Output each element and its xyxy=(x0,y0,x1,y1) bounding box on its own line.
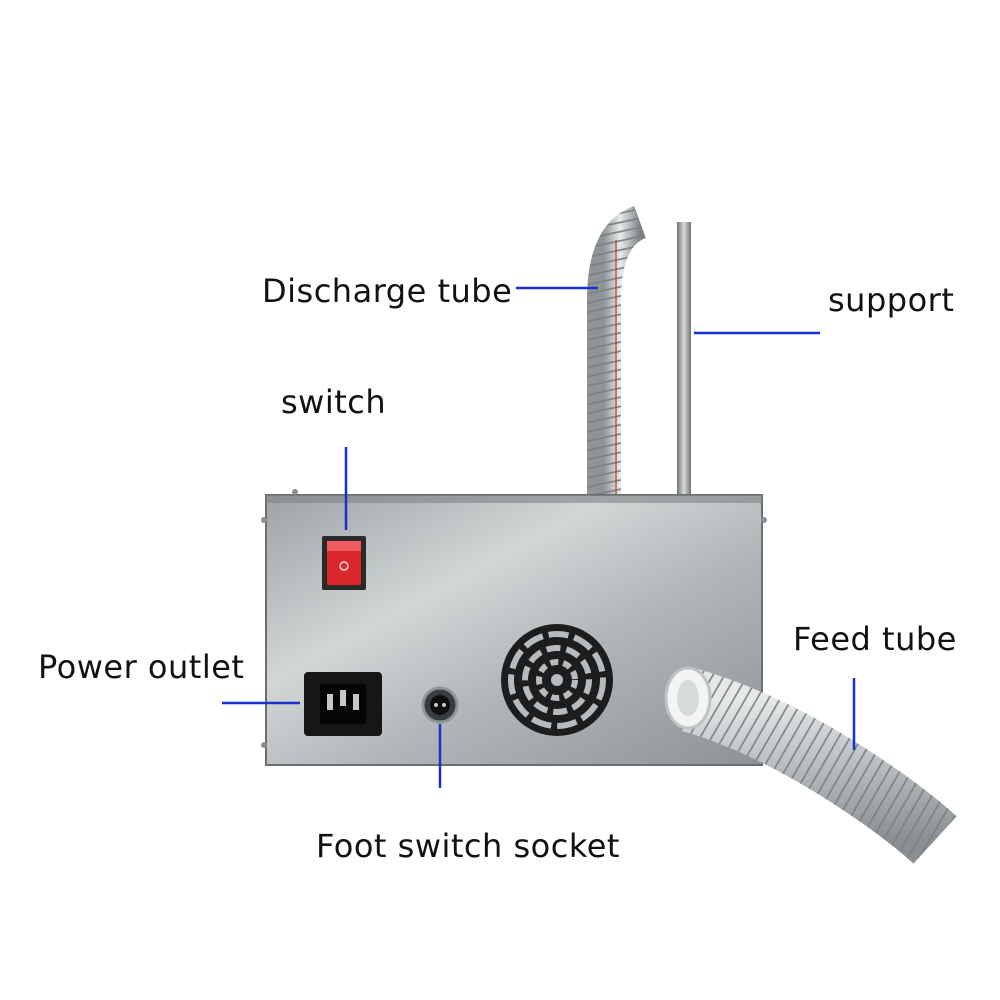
rocker-switch xyxy=(322,536,366,590)
label-foot-switch-socket: Foot switch socket xyxy=(316,827,620,865)
foot-switch-socket xyxy=(421,686,459,724)
label-switch: switch xyxy=(281,383,387,421)
fan-grill xyxy=(501,624,613,736)
leader-lines xyxy=(222,286,856,788)
label-discharge-tube: Discharge tube xyxy=(262,272,513,310)
label-power-outlet: Power outlet xyxy=(38,648,245,686)
label-feed-tube: Feed tube xyxy=(793,620,957,658)
feed-tube xyxy=(664,666,957,864)
discharge-tube xyxy=(587,206,647,500)
power-outlet xyxy=(304,672,382,736)
support-rod xyxy=(677,222,691,500)
label-support: support xyxy=(828,281,955,319)
